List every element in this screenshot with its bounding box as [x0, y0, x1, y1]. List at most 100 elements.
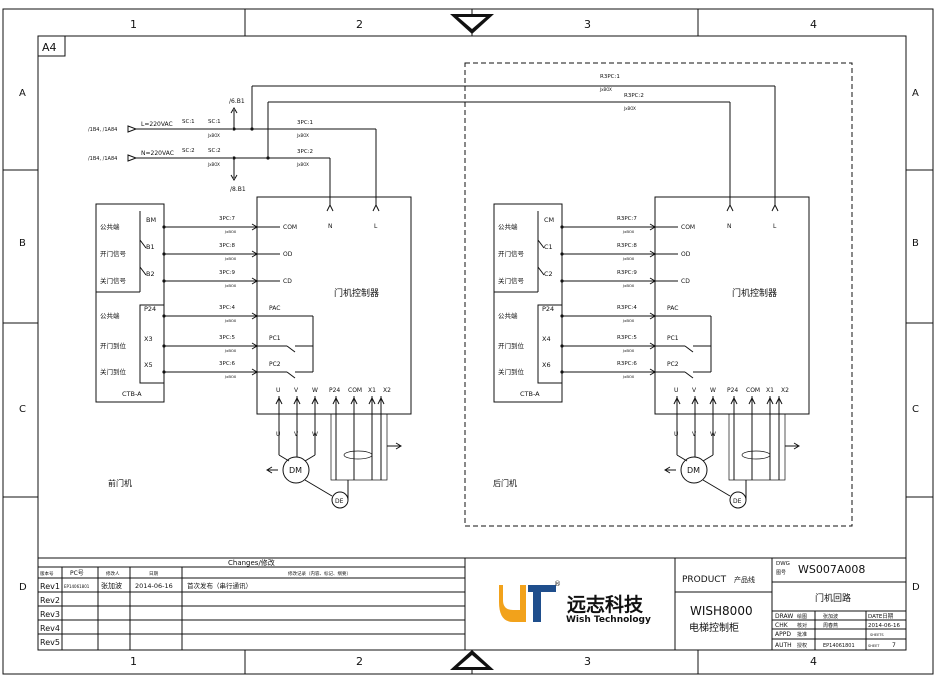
ref-up: /6.B1: [229, 98, 245, 105]
jbox-label: JxBOX: [622, 283, 635, 288]
ctb-signal-desc: 开门到位: [498, 341, 525, 350]
ctb-terminal: C1: [544, 243, 553, 251]
motor-circle: [680, 456, 708, 484]
pc-label: R3PC:6: [617, 361, 637, 367]
jbox-label: JxBOX: [224, 229, 237, 234]
p3pc2-label: 3PC:2: [297, 149, 313, 155]
pc-label: 3PC:4: [219, 305, 236, 311]
col-label: 2: [356, 18, 363, 31]
front-ctb-title: CTB-A: [122, 390, 142, 398]
svg-text:N: N: [727, 223, 732, 230]
sign-role: CHK: [775, 622, 789, 629]
arrow: [266, 466, 273, 474]
sign-role: DRAW: [775, 613, 793, 620]
ctb-signal-desc: 公共端: [100, 222, 120, 231]
front-n-label: N=220VAC: [141, 150, 174, 157]
encoder-shaft: [702, 479, 731, 497]
sc1-label: SC:1: [182, 119, 195, 125]
svg-text:JxBOX: JxBOX: [296, 162, 309, 167]
svg-text:PC号: PC号: [70, 570, 84, 577]
controller-terminal: COM: [283, 224, 297, 231]
front-l-label: L=220VAC: [141, 121, 173, 128]
arrow: [775, 396, 783, 405]
motor-wire-label: U: [674, 431, 678, 438]
output-terminal: W: [710, 387, 716, 394]
ctb-signal-desc: 关门到位: [498, 367, 525, 376]
revision-id: Rev1: [40, 582, 60, 591]
pc-label: R3PC:7: [617, 216, 637, 222]
ref-down: /8.B1: [230, 186, 246, 193]
arrow: [350, 396, 358, 405]
col-label: 1: [130, 655, 137, 668]
motor-wire-label: V: [294, 431, 299, 438]
arrow: [793, 442, 800, 450]
arrow: [709, 396, 717, 405]
ctb-signal-desc: 关门到位: [100, 367, 127, 376]
company-logo: ® 远志科技 Wish Technology: [499, 580, 651, 625]
arrow: [377, 396, 385, 405]
motor-label: DM: [289, 466, 302, 475]
jbox-label: JxBOX: [622, 256, 635, 261]
output-terminal: V: [294, 387, 299, 394]
pc2-contact: [684, 371, 694, 379]
cable-box: [330, 413, 388, 481]
sheet-size: A4: [42, 41, 57, 54]
sc2b-label: SC:2: [208, 148, 221, 154]
col-label: 4: [810, 655, 817, 668]
col-label: 3: [584, 18, 591, 31]
sign-role-cn: 批准: [797, 631, 807, 638]
pc-label: 3PC:6: [219, 361, 236, 367]
row-label: B: [19, 238, 26, 249]
sign-role: AUTH: [775, 642, 792, 649]
title-block: DWG 图号 WS007A008 门机回路 DATE日期 2014-06-16 …: [772, 561, 906, 650]
controller-terminal: PAC: [269, 305, 280, 312]
motor-label: DM: [687, 466, 700, 475]
sc2-label: SC:2: [182, 148, 195, 154]
rear-optional-frame: [464, 62, 853, 527]
centre-markers: [450, 14, 494, 670]
ctb-signal-desc: 关门信号: [100, 276, 127, 285]
svg-text:PRODUCT: PRODUCT: [682, 575, 727, 585]
svg-text:产品线: 产品线: [734, 575, 755, 584]
ctb-terminal: C2: [544, 270, 553, 278]
sign-name: 张加波: [823, 613, 838, 620]
sign-role-cn: 绘图: [797, 613, 807, 620]
svg-text:DWG: DWG: [776, 561, 790, 567]
rear-ctb-panel: CTB-A: [493, 203, 563, 403]
row-label: D: [19, 582, 27, 593]
output-terminal: P24: [329, 387, 340, 394]
ctb-terminal: P24: [542, 305, 554, 313]
ctb-terminal: B2: [146, 270, 155, 278]
size-box: [37, 35, 66, 57]
relay-contact: [537, 266, 545, 276]
revision-id: Rev5: [40, 638, 60, 647]
col-label: 3: [584, 655, 591, 668]
arrow: [691, 396, 699, 405]
ctb-terminal: X3: [144, 335, 153, 343]
pc2-contact: [286, 371, 296, 379]
relay-contact: [139, 266, 147, 276]
rear-controller-title: 门机控制器: [732, 287, 777, 299]
pc-label: R3PC:5: [617, 335, 637, 341]
revision-date: 2014-06-16: [135, 582, 173, 590]
front-ctb-panel: CTB-A: [95, 203, 165, 403]
col-label: 1: [130, 18, 137, 31]
ctb-terminal: X5: [144, 361, 153, 369]
p3pc1-label: 3PC:1: [297, 120, 313, 126]
revision-id: Rev3: [40, 610, 60, 619]
motor-circle: [282, 456, 310, 484]
pc1-contact: [286, 345, 296, 353]
motor-lead: [702, 454, 714, 462]
output-terminal: X1: [766, 387, 774, 394]
ctb-terminal: P24: [144, 305, 156, 313]
rear-power-feed: R3PC:1 JxBOX R3PC:2 JxBOX: [599, 74, 779, 212]
encoder-shaft: [304, 479, 333, 497]
row-label: A: [19, 88, 26, 99]
row-label: B: [912, 238, 919, 249]
motor-wire-label: V: [692, 431, 697, 438]
